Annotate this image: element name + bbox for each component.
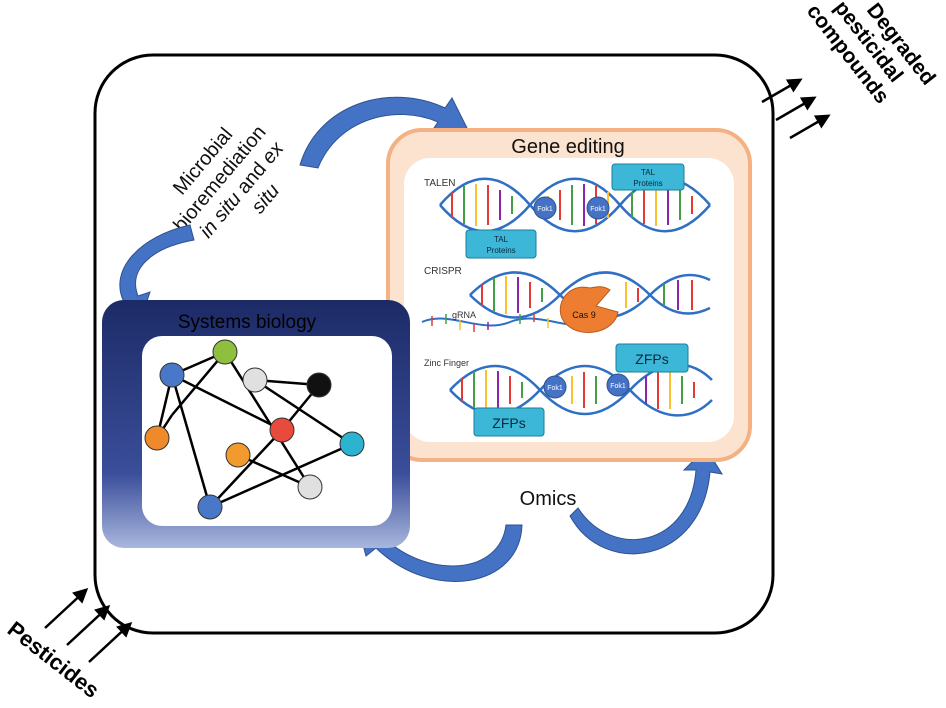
network-node: [306, 372, 332, 398]
zfps-left-label: ZFPs: [492, 415, 525, 431]
zinc-fok1-right: [606, 373, 630, 397]
arrow-to-gene-editing: [299, 96, 473, 169]
zinc-fok1-left: [543, 375, 567, 399]
degraded-label: Degraded pesticidal compounds: [802, 0, 943, 124]
network-node: [197, 494, 223, 520]
zfps-box-right: [615, 343, 689, 373]
gene-editing-panel: Gene editing TALEN: [386, 128, 752, 462]
crispr-label: CRISPR: [424, 266, 462, 277]
talen-fok-right: Fok1: [590, 206, 606, 213]
network-node: [225, 442, 251, 468]
zfps-box-left: [473, 407, 545, 437]
tal-protein-left-l2: Proteins: [486, 246, 515, 255]
fok1-right: [586, 196, 610, 220]
network-node: [242, 367, 268, 393]
systems-biology-panel: Systems biology: [102, 300, 410, 548]
network-node: [144, 425, 170, 451]
tal-protein-box-right: [611, 163, 685, 191]
omics-label: Omics: [520, 488, 577, 510]
systems-biology-title: Systems biology: [178, 312, 317, 333]
curved-arrows: [110, 96, 724, 582]
fok1-left: [533, 196, 557, 220]
zinc-fok-left: Fok1: [547, 385, 563, 392]
tal-protein-left-l1: TAL: [494, 235, 509, 244]
network-node: [269, 417, 295, 443]
degraded-arrows: [761, 78, 831, 140]
talen-label: TALEN: [424, 178, 456, 189]
zinc-fok-right: Fok1: [610, 383, 626, 390]
talen-fok-left: Fok1: [537, 206, 553, 213]
gene-editing-title: Gene editing: [511, 136, 624, 158]
zfps-right-label: ZFPs: [635, 351, 668, 367]
grna-label: gRNA: [452, 310, 476, 320]
cas9-label: Cas 9: [572, 310, 596, 320]
network-nodes: [144, 339, 365, 520]
pesticides-arrows: [44, 587, 133, 663]
cas9-shape: [559, 286, 619, 333]
tal-protein-right-l1: TAL: [641, 168, 656, 177]
network-node: [212, 339, 238, 365]
tal-protein-right-l2: Proteins: [633, 179, 662, 188]
zinc-finger-label: Zinc Finger: [424, 358, 469, 368]
pesticides-label: Pesticides: [3, 616, 104, 703]
network-node: [339, 431, 365, 457]
network-node: [297, 474, 323, 500]
network-node: [159, 362, 185, 388]
arrow-omics-to-gene: [569, 447, 724, 555]
tal-protein-box-left: [465, 229, 537, 259]
